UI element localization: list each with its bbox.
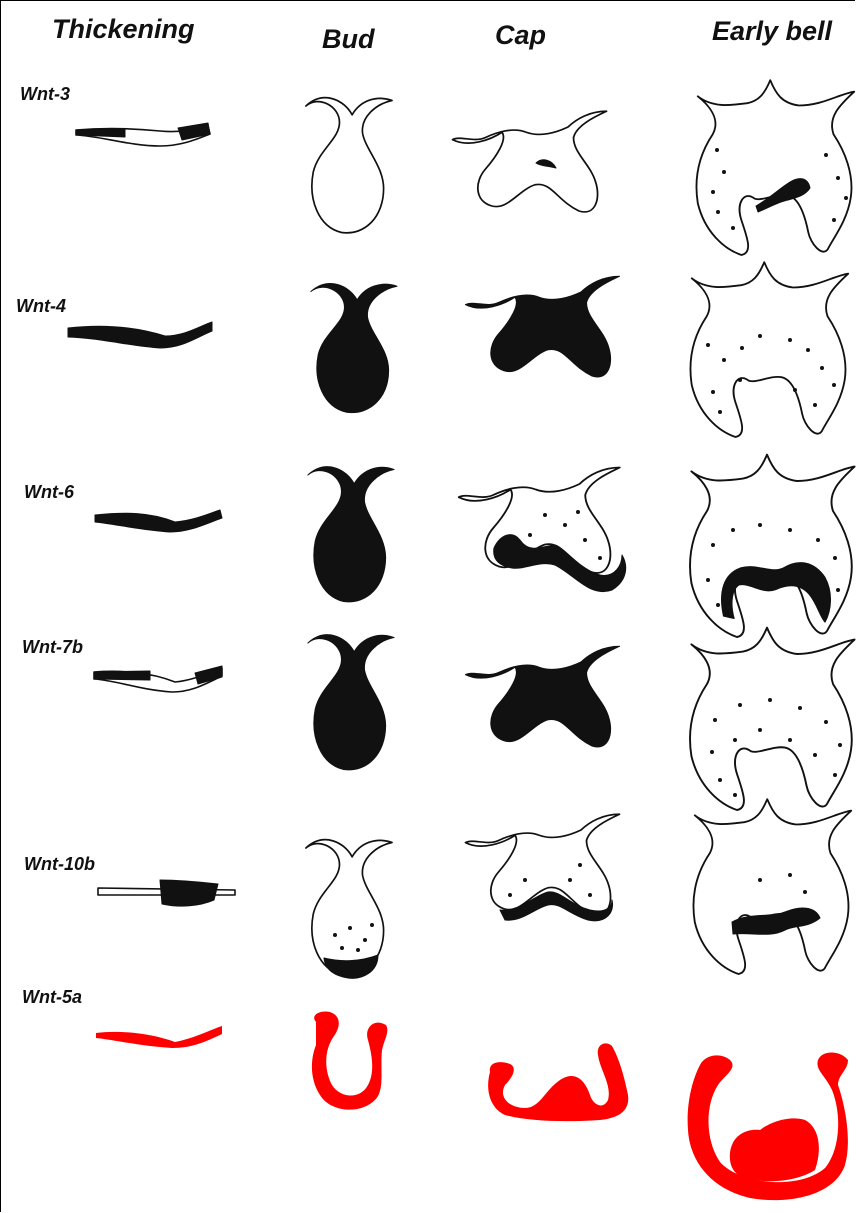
wnt-10b-cap: [466, 814, 620, 921]
wnt-7b-cap: [466, 646, 620, 747]
wnt-3-bud: [306, 98, 392, 233]
wnt-6-early-bell: [690, 455, 855, 637]
wnt-4-cap: [466, 276, 620, 377]
wnt-5a-thickening: [96, 1026, 222, 1048]
wnt-7b-bud: [308, 635, 394, 770]
wnt-4-early-bell: [690, 262, 848, 437]
wnt-3-cap: [453, 111, 607, 212]
wnt-7b-thickening: [94, 666, 222, 692]
wnt-3-early-bell: [696, 80, 854, 255]
wnt-5a-cap: [488, 1043, 628, 1121]
wnt-5a-bud: [312, 1012, 387, 1110]
wnt-10b-thickening: [98, 880, 235, 906]
wnt-7b-early-bell: [690, 628, 855, 810]
wnt-10b-bud: [306, 840, 392, 979]
wnt-5a-early-bell: [688, 1053, 848, 1201]
wnt-10b-early-bell: [693, 799, 851, 974]
wnt-3-thickening: [76, 123, 210, 146]
wnt-6-bud: [308, 467, 394, 602]
wnt-6-thickening: [95, 510, 222, 532]
wnt-4-bud: [311, 284, 397, 413]
wnt-4-thickening: [68, 322, 212, 348]
wnt-6-cap: [459, 468, 626, 592]
